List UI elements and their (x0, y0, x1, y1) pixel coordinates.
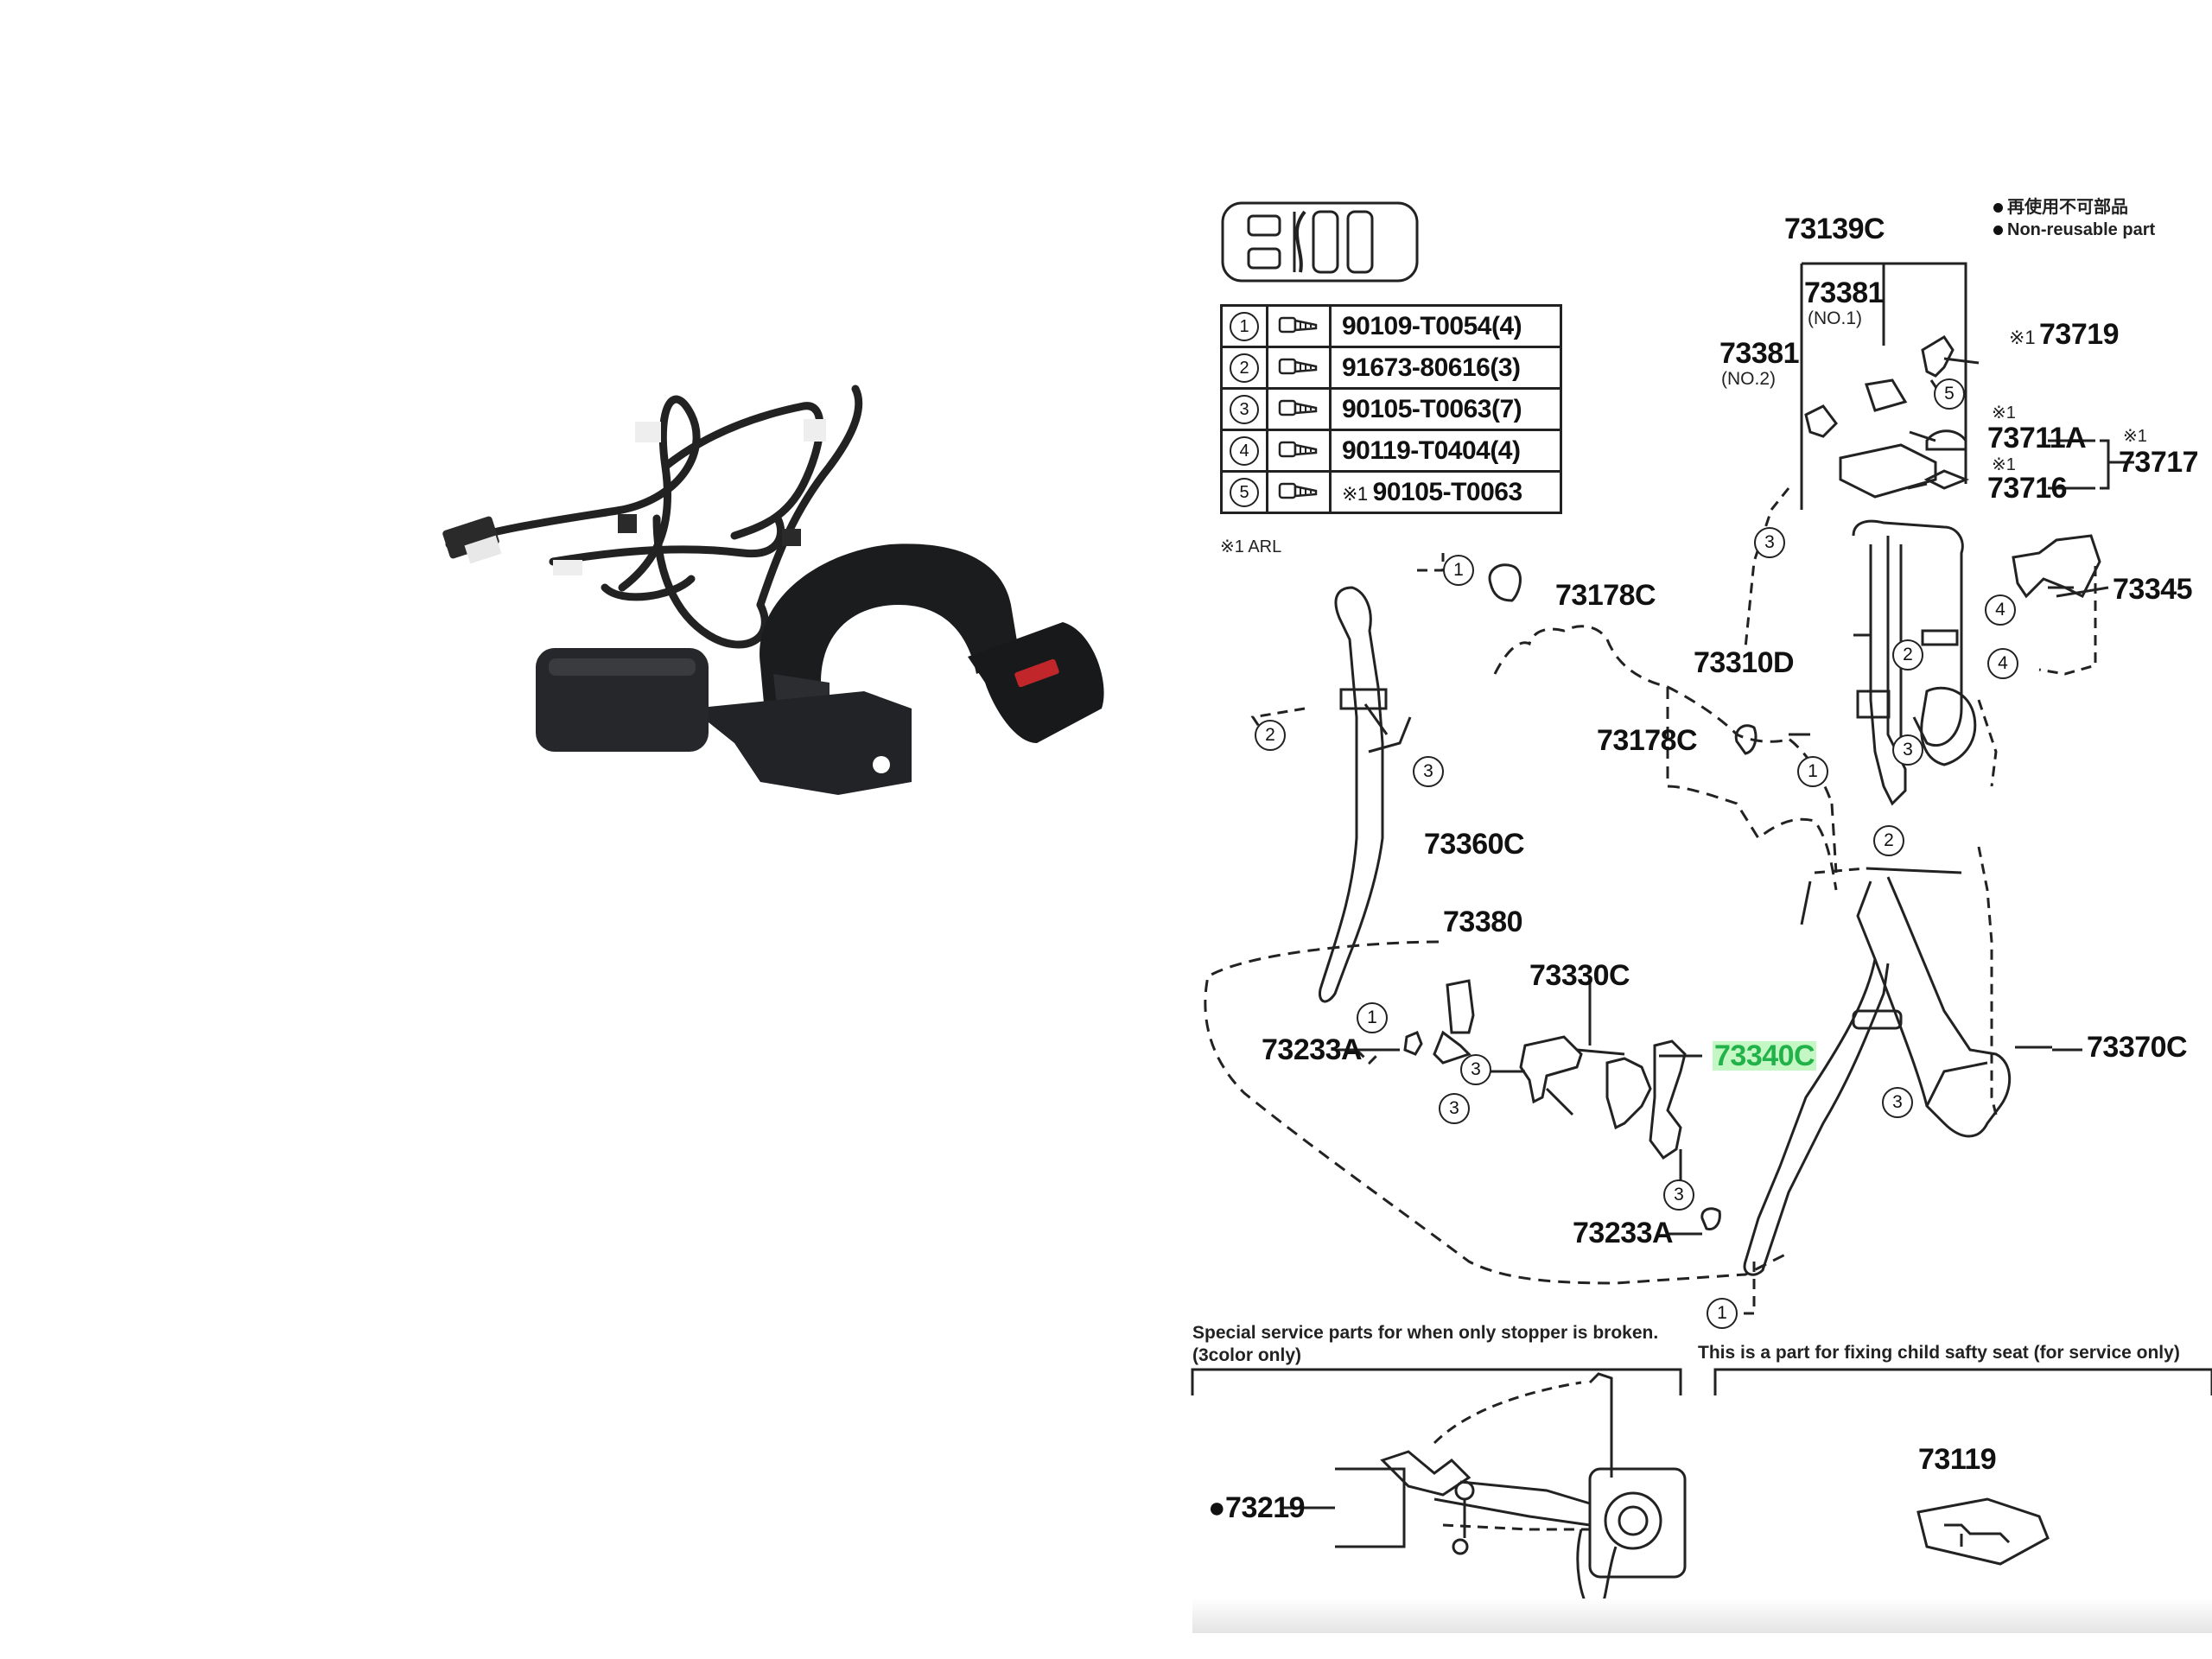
bolt-icon (1278, 358, 1318, 375)
fastener-number: 1 (1230, 311, 1259, 341)
mark-73717: ※1 (2123, 427, 2147, 446)
part-label-73381-no2-sub: (NO.2) (1721, 369, 1776, 389)
callout-1: 1 (1443, 555, 1474, 586)
fastener-number: 5 (1230, 477, 1259, 507)
part-label-73381-no1[interactable]: 73381 (1804, 276, 1885, 309)
part-label-73178c-center[interactable]: 73178C (1597, 724, 1698, 757)
callout-5: 5 (1934, 378, 1965, 410)
part-label-73380[interactable]: 73380 (1443, 906, 1523, 938)
part-label-73119[interactable]: 73119 (1918, 1443, 1997, 1476)
fastener-table: 1 90109-T0054(4) 2 91673-80616(3) 3 90105-T00… (1220, 304, 1562, 514)
fastener-part-number: 90105-T0063 (1372, 477, 1522, 506)
callout-3: 3 (1413, 756, 1444, 787)
part-label-73233a-bottom[interactable]: 73233A (1573, 1217, 1674, 1249)
callout-1: 1 (1357, 1002, 1388, 1033)
fastener-row[interactable]: 4 90119-T0404(4) (1220, 429, 1562, 473)
diagram-bottom-edge (1192, 1599, 2212, 1633)
legend-bullet-en: Non-reusable part (2007, 220, 2156, 239)
part-label-73717[interactable]: 73717 (2119, 446, 2199, 479)
part-label-73233a-left[interactable]: 73233A (1262, 1033, 1363, 1066)
child-seat-note: This is a part for fixing child safty se… (1698, 1343, 2180, 1363)
footnote: ※1 ARL (1220, 537, 1282, 556)
legend-bullet-icon (1993, 203, 2003, 213)
part-label-73310d[interactable]: 73310D (1694, 646, 1795, 679)
callout-2: 2 (1892, 639, 1923, 671)
mark-73719: ※1 (2009, 327, 2036, 348)
callout-3: 3 (1892, 734, 1923, 766)
callout-3: 3 (1439, 1093, 1470, 1124)
callout-4: 4 (1985, 594, 2016, 626)
vehicle-position-icon (1221, 201, 1419, 283)
part-label-73345[interactable]: 73345 (2113, 573, 2193, 606)
part-label-73178c-left[interactable]: 73178C (1555, 579, 1656, 612)
stopper-note-line1: Special service parts for when only stop… (1192, 1323, 1659, 1343)
legend-bullet-icon (1993, 226, 2003, 235)
product-photo-seatbelt-assembly (442, 385, 1104, 795)
part-label-73716[interactable]: 73716 (1987, 472, 2068, 505)
anchor-bracket-image (691, 691, 912, 795)
fastener-row[interactable]: 1 90109-T0054(4) (1220, 304, 1562, 348)
parts-diagram: 再使用不可部品 Non-reusable part 1 90109-T0054(4… (1184, 181, 2212, 1650)
callout-1: 1 (1797, 756, 1828, 787)
fastener-part-number: 91673-80616(3) (1342, 353, 1521, 382)
callout-2: 2 (1255, 720, 1286, 751)
part-label-73330c[interactable]: 73330C (1529, 959, 1630, 992)
fastener-row[interactable]: 2 91673-80616(3) (1220, 346, 1562, 390)
fastener-number: 2 (1230, 353, 1259, 383)
stopper-note-line2: (3color only) (1192, 1345, 1302, 1365)
fastener-part-number: 90119-T0404(4) (1342, 435, 1521, 465)
part-label-73360c[interactable]: 73360C (1424, 828, 1525, 861)
connector-clips-image (442, 419, 826, 575)
fastener-number: 3 (1230, 394, 1259, 424)
part-label-73381-no2[interactable]: 73381 (1719, 337, 1800, 370)
part-label-73139c[interactable]: 73139C (1784, 213, 1885, 245)
callout-4: 4 (1987, 648, 2018, 679)
part-label-73340c-highlighted[interactable]: 73340C (1713, 1039, 1817, 1072)
callout-3: 3 (1460, 1054, 1491, 1085)
fastener-part-number: 90109-T0054(4) (1342, 311, 1522, 340)
bolt-icon (1278, 316, 1318, 334)
bolt-icon (1278, 482, 1318, 499)
belt-webbing-image (760, 543, 1020, 760)
part-label-73711a[interactable]: 73711A (1987, 422, 2087, 454)
part-label-73381-no1-sub: (NO.1) (1808, 308, 1862, 328)
fastener-number: 4 (1230, 435, 1259, 466)
fastener-mark: ※1 (1342, 482, 1368, 505)
fastener-row[interactable]: 3 90105-T0063(7) (1220, 387, 1562, 431)
callout-3: 3 (1754, 527, 1785, 558)
callout-1: 1 (1707, 1298, 1738, 1329)
callout-3: 3 (1663, 1179, 1694, 1211)
bolt-icon (1278, 399, 1318, 416)
mark-73716: ※1 (1992, 455, 2016, 474)
callout-2: 2 (1873, 825, 1904, 856)
fastener-part-number: 90105-T0063(7) (1342, 394, 1522, 423)
diagram-linework (1191, 201, 2212, 1618)
legend-bullet-jp: 再使用不可部品 (2007, 198, 2128, 217)
callout-3: 3 (1882, 1087, 1913, 1118)
buckle-tongue-image (968, 622, 1104, 743)
mark-73711a: ※1 (1992, 404, 2016, 423)
part-label-73719[interactable]: 73719 (2039, 318, 2120, 351)
bolt-icon (1278, 441, 1318, 458)
part-label-73219[interactable]: ●73219 (1208, 1491, 1306, 1524)
part-label-73370c[interactable]: 73370C (2087, 1031, 2188, 1064)
